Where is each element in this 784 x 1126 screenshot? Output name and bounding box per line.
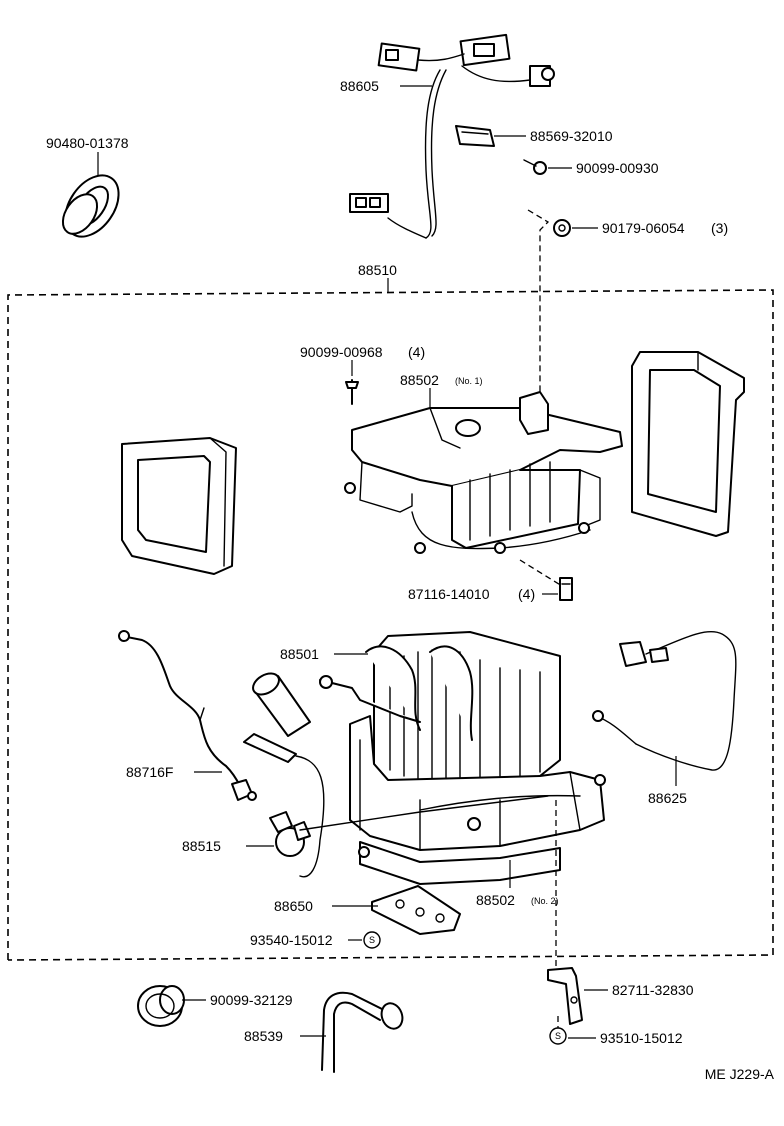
label-screw-bottom: 93540-15012: [250, 932, 333, 948]
label-case-no1-sub: (No. 1): [455, 376, 483, 386]
label-expansion-valve: 88515: [182, 838, 221, 854]
label-nut-qty: (3): [711, 220, 728, 236]
label-case-no2: 88502: [476, 892, 515, 908]
label-drain-hose: 88539: [244, 1028, 283, 1044]
label-screw-top: 90099-00930: [576, 160, 659, 176]
assembly-frame: [7, 289, 774, 961]
label-thermistor-wire: 88716F: [126, 764, 173, 780]
wire-harness-graphic: [349, 33, 555, 239]
diagram-code: ME J229-A: [705, 1066, 775, 1082]
label-thermistor: 88625: [648, 790, 687, 806]
label-unit-assy: 88510: [358, 262, 397, 278]
label-case-no1: 88502: [400, 372, 439, 388]
label-evaporator: 88501: [280, 646, 319, 662]
thermistor-wire-graphic: [118, 630, 257, 801]
s-mark-circle-1: [363, 931, 381, 949]
label-clip: 87116-14010: [408, 586, 490, 602]
bracket-graphic: [547, 967, 583, 1025]
s-mark-2: S: [555, 1031, 561, 1041]
nut-dashed-link: [527, 209, 550, 395]
clip-dashed-link: [519, 559, 563, 587]
label-wire-harness: 88605: [340, 78, 379, 94]
label-bracket: 82711-32830: [612, 982, 694, 998]
thermistor-graphic: [592, 630, 737, 771]
label-grommet-top: 90480-01378: [46, 135, 129, 151]
s-mark-1: S: [369, 935, 375, 945]
drain-hose-graphic: [321, 991, 404, 1073]
pad-graphic: [371, 885, 461, 935]
label-screw-case: 90099-00968: [300, 344, 383, 360]
label-clip-qty: (4): [518, 586, 535, 602]
label-screw-case-qty: (4): [408, 344, 425, 360]
grommet-top-graphic: [61, 174, 120, 238]
thermistor-tubes-graphic: [243, 672, 325, 878]
evaporator-graphic: [319, 631, 561, 791]
clamp-graphic: [455, 125, 495, 147]
screw-top-graphic: [523, 159, 547, 175]
expansion-valve-graphic: [269, 795, 549, 857]
label-screw-bracket: 93510-15012: [600, 1030, 683, 1046]
screw-case-graphic: [345, 379, 359, 405]
label-case-no2-sub: (No. 2): [531, 896, 559, 906]
label-pad: 88650: [274, 898, 313, 914]
left-foam-frame: [121, 437, 237, 575]
grommet-bottom-graphic: [137, 985, 185, 1027]
s-mark-circle-2: [549, 1027, 567, 1045]
label-nut: 90179-06054: [602, 220, 685, 236]
clip-graphic: [559, 577, 573, 601]
label-clamp: 88569-32010: [530, 128, 613, 144]
upper-case-graphic: [344, 391, 623, 554]
right-foam-frame: [631, 351, 745, 537]
nut-graphic: [553, 219, 571, 237]
label-grommet-bottom: 90099-32129: [210, 992, 293, 1008]
